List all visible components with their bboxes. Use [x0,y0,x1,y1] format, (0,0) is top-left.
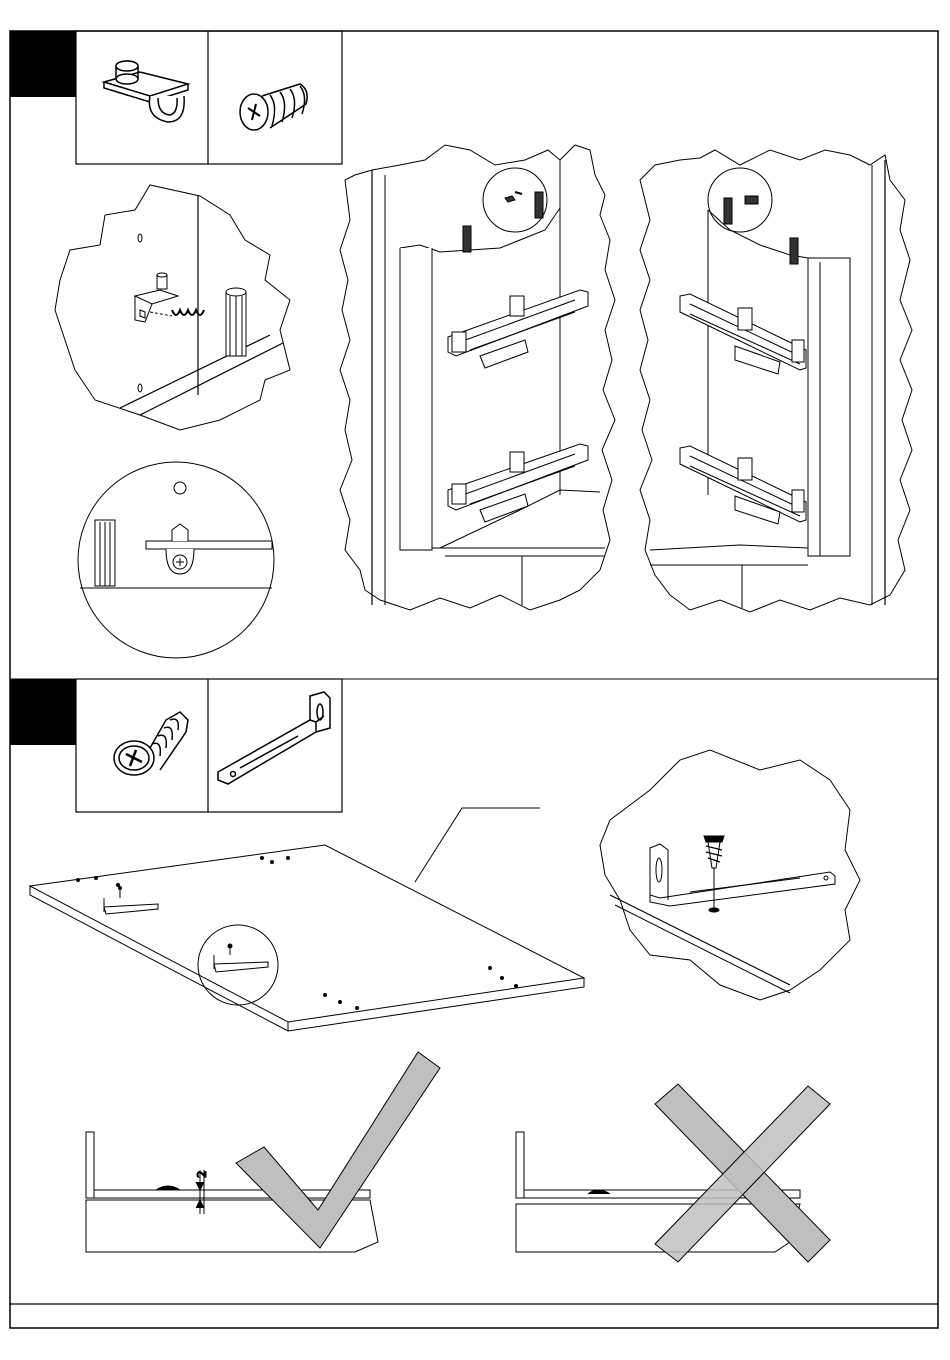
drawer-runners-right-cabinet [640,150,912,612]
bracket-mount-closeup [600,750,860,1000]
step-2-marker [10,679,76,745]
cross-mark-icon [655,1084,830,1262]
shelf-support-peg-icon [104,61,188,122]
euro-screw-icon [240,84,307,130]
wall-mount-closeup [55,185,290,430]
angle-bracket-icon [218,692,330,784]
chipboard-screw-icon [114,712,188,775]
drawer-runners-left-cabinet [340,145,615,610]
step-1-marker [10,31,76,97]
peg-cross-section-closeup [78,462,274,658]
step-2-parts-box [76,679,342,812]
shelf-panel-with-brackets [30,808,584,1031]
step-1-parts-box [76,31,342,164]
check-mark-icon [236,1052,440,1248]
gap-dimension-label: 2 [195,1170,209,1178]
